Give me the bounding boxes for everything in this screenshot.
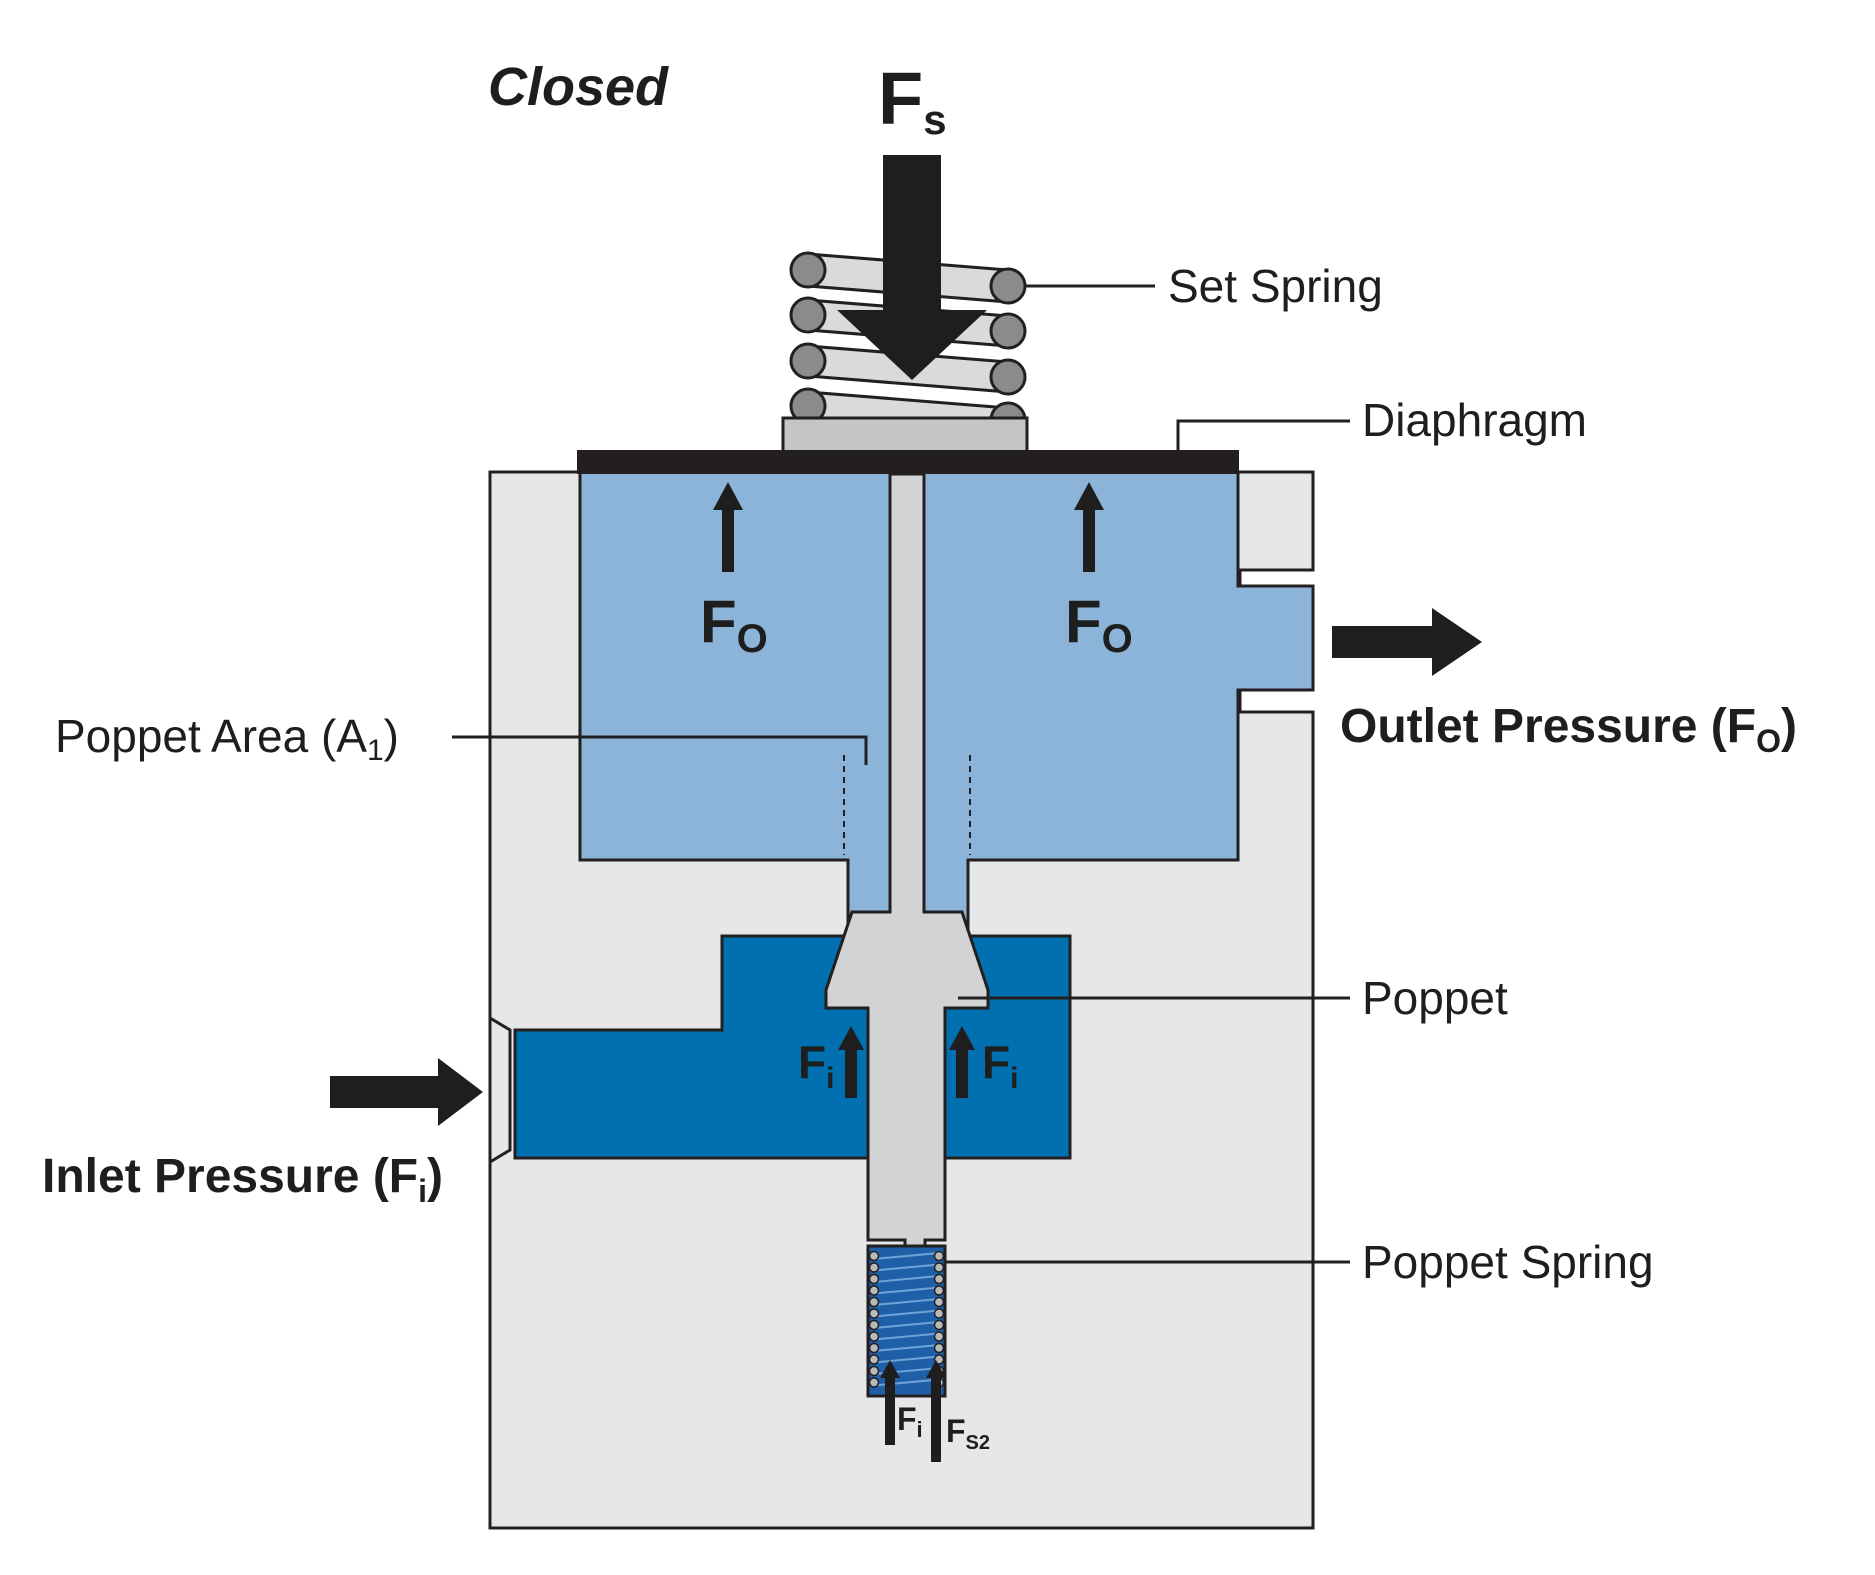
poppet-area-label-text: Poppet Area (A	[55, 710, 367, 762]
inlet-pressure-label-text: Inlet Pressure (F	[42, 1150, 418, 1203]
force-symbol: F	[982, 1036, 1010, 1088]
poppet-spring-coil-line	[873, 1298, 940, 1306]
poppet-label: Poppet	[1362, 972, 1508, 1024]
outlet-pressure-chamber	[578, 470, 1315, 940]
poppet-spring-coil-end	[868, 1365, 880, 1377]
poppet-spring-coil-end	[868, 1285, 880, 1296]
force-symbol: F	[878, 57, 923, 140]
poppet-spring-coil-line	[873, 1344, 940, 1352]
outlet-force-arrow-left	[713, 482, 743, 572]
set-spring-force-arrow	[837, 155, 987, 380]
force-symbol: F	[946, 1413, 966, 1449]
diaphragm-label: Diaphragm	[1362, 394, 1587, 446]
force-subscript: O	[737, 617, 768, 661]
poppet-spring-coil-end	[933, 1308, 945, 1319]
poppet-spring-coil-line	[873, 1332, 940, 1341]
poppet-spring-force-label: FS2	[946, 1413, 990, 1454]
poppet-spring-coil-line	[873, 1263, 940, 1272]
inlet-force-arrow-right	[949, 1026, 975, 1098]
poppet-area-label-close: )	[384, 710, 399, 762]
poppet-spring-coil-line	[873, 1355, 940, 1364]
inlet-flow-arrow	[330, 1058, 483, 1126]
poppet-spring-coil-line	[873, 1321, 940, 1329]
outlet-flow-arrow	[1332, 608, 1482, 676]
inlet-force-label-left: Fi	[798, 1036, 834, 1095]
force-subscript: s	[923, 96, 946, 143]
poppet-spring-coil-end	[868, 1377, 880, 1388]
spring-seat-plate	[781, 416, 1029, 454]
outlet-pressure-label-subscript: O	[1756, 723, 1781, 759]
poppet-spring-coil-end	[868, 1319, 880, 1331]
poppet-spring-coil-end	[868, 1342, 880, 1354]
poppet-spring-coil-line	[873, 1275, 940, 1283]
poppet-area-label: Poppet Area (A1)	[55, 710, 399, 767]
poppet-spring-coil-end	[933, 1250, 945, 1262]
poppet-spring-coil-line	[873, 1309, 940, 1318]
poppet-spring-coil-end	[868, 1354, 880, 1365]
poppet-area-label-subscript: 1	[367, 734, 384, 767]
force-symbol: F	[700, 588, 737, 655]
set-spring-force-label: Fs	[878, 57, 947, 143]
poppet-spring-coil-line	[873, 1252, 940, 1260]
poppet-area-leader	[452, 735, 868, 765]
force-subscript: O	[1102, 617, 1133, 661]
poppet-spring-force-arrow	[926, 1360, 946, 1462]
force-symbol: F	[897, 1401, 917, 1437]
poppet-spring-coil-end	[933, 1319, 945, 1331]
diaphragm	[577, 450, 1239, 474]
force-symbol: F	[1065, 588, 1102, 655]
force-subscript: i	[1010, 1062, 1018, 1095]
poppet-spring-coil-end	[933, 1331, 945, 1342]
poppet-spring-coil-end	[933, 1262, 945, 1273]
inlet-force-label-right: Fi	[982, 1036, 1018, 1095]
outlet-force-label-left: FO	[700, 588, 768, 661]
poppet-spring-coil-line	[873, 1378, 940, 1387]
poppet-spring-coils	[868, 1250, 945, 1388]
diaphragm-leader	[1176, 419, 1350, 450]
outlet-pressure-label: Outlet Pressure (FO)	[1340, 700, 1797, 759]
outlet-pressure-label-close: )	[1781, 700, 1797, 753]
poppet-spring-label: Poppet Spring	[1362, 1236, 1654, 1288]
outlet-force-label-right: FO	[1065, 588, 1133, 661]
force-subscript: S2	[966, 1432, 990, 1454]
inlet-pressure-label-subscript: i	[418, 1173, 427, 1209]
outlet-pressure-label-text: Outlet Pressure (F	[1340, 700, 1756, 753]
force-subscript: i	[826, 1062, 834, 1095]
poppet-spring-coil-end	[868, 1250, 880, 1262]
poppet-spring-coil-end	[933, 1342, 945, 1354]
poppet-spring-coil-end	[933, 1273, 945, 1285]
inlet-pressure-label: Inlet Pressure (Fi)	[42, 1150, 443, 1209]
inlet-pressure-label-close: )	[427, 1150, 443, 1203]
poppet-spring-coil-end	[868, 1273, 880, 1285]
inlet-force-arrow-left	[838, 1026, 864, 1098]
force-subscript: i	[917, 1417, 923, 1442]
poppet-spring-coil-end	[868, 1262, 880, 1273]
poppet-spring-coil-end	[868, 1308, 880, 1319]
outlet-force-arrow-right	[1074, 482, 1104, 572]
inlet-force-arrow-bottom	[880, 1360, 900, 1445]
poppet-spring-coil-end	[868, 1296, 880, 1308]
set-spring-label: Set Spring	[1168, 260, 1383, 312]
poppet-spring-coil-end	[933, 1296, 945, 1308]
poppet-spring-coil-end	[933, 1285, 945, 1296]
diagram-title: Closed	[488, 57, 669, 117]
poppet-spring-coil-line	[873, 1286, 940, 1295]
force-symbol: F	[798, 1036, 826, 1088]
inlet-force-label-bottom: Fi	[897, 1401, 923, 1442]
poppet-spring-coil-end	[868, 1331, 880, 1342]
